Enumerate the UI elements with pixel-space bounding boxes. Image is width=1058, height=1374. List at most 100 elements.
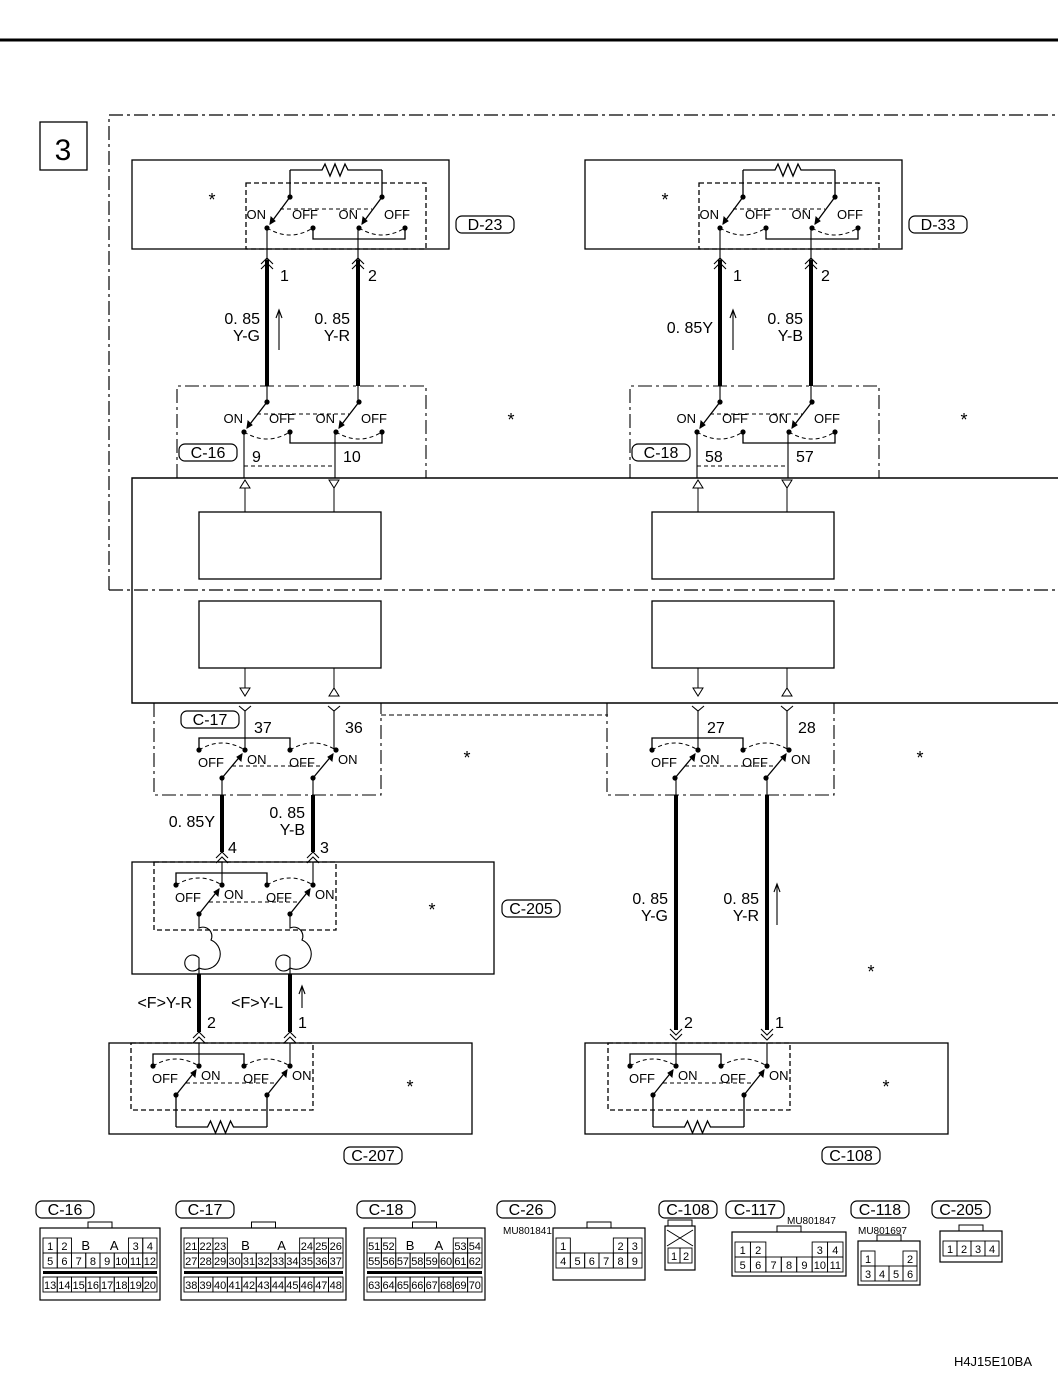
switch-link-arc	[811, 227, 859, 236]
pin-label: 1	[740, 1245, 746, 1257]
wire-label: 0. 85	[224, 311, 260, 328]
pin-label: 1	[865, 1254, 871, 1266]
current-arrow-icon	[298, 984, 306, 995]
off-bus	[152, 1053, 245, 1066]
pin-number: 28	[798, 720, 816, 737]
pin-label: 17	[101, 1280, 113, 1292]
male-terminal-icon	[351, 257, 365, 270]
connector-tag	[35, 1200, 95, 1219]
pin-label: 58	[411, 1256, 423, 1268]
switch-link-arc	[266, 227, 314, 236]
pin-cell	[142, 1276, 158, 1293]
pin-number: 27	[707, 720, 725, 737]
connector-tag	[343, 1146, 403, 1165]
ecu-block	[651, 511, 835, 580]
contact-dot	[242, 747, 248, 753]
pin-label: B	[241, 1238, 250, 1253]
wire-label: 0. 85Y	[667, 320, 714, 337]
pin-label: 1	[671, 1251, 677, 1263]
down-triangle-icon	[328, 479, 340, 489]
female-terminal-icon	[327, 705, 341, 712]
pin-label: 16	[87, 1280, 99, 1292]
connector-latch-icon	[958, 1224, 984, 1232]
switch-label-on: ON	[769, 1068, 789, 1083]
pin-label: 21	[185, 1241, 197, 1253]
blank-cavity-icon	[666, 1229, 694, 1247]
current-arrow-icon	[275, 308, 283, 319]
pin-label: 43	[257, 1280, 269, 1292]
pin-label: 44	[272, 1280, 284, 1292]
switch-label-on: ON	[224, 887, 244, 902]
pin-label: 61	[454, 1256, 466, 1268]
pin-label: 29	[214, 1256, 226, 1268]
connector-tag	[180, 710, 240, 729]
pin-label: 6	[61, 1256, 67, 1268]
connector-name: C-17	[193, 712, 228, 729]
pin-label: 64	[382, 1280, 394, 1292]
connector-tag	[175, 1200, 235, 1219]
lever-arrow	[780, 753, 787, 763]
pin-label: 5	[893, 1269, 899, 1281]
pin-label: 56	[382, 1256, 394, 1268]
wire-label: Y-R	[324, 328, 350, 345]
switch-label-off: OFF	[198, 755, 224, 770]
pin-label: 5	[47, 1256, 53, 1268]
wire-label: 0. 85	[632, 891, 668, 908]
lever-arrow	[327, 753, 334, 763]
switch-internal	[607, 1042, 791, 1111]
up-triangle-icon	[692, 479, 704, 489]
wire-label: <F>Y-L	[231, 995, 283, 1012]
pin-label: 27	[185, 1256, 197, 1268]
part-number: MU801841	[503, 1226, 552, 1237]
switch-label-on: ON	[338, 752, 358, 767]
note-star: *	[428, 900, 435, 920]
pin-label: 57	[397, 1256, 409, 1268]
wire-label: 0. 85Y	[169, 814, 216, 831]
pin-label: 6	[755, 1260, 761, 1272]
contact-dot	[310, 882, 316, 888]
pin-label: 39	[200, 1280, 212, 1292]
up-triangle-icon	[328, 687, 340, 697]
pin-label: 5	[574, 1256, 580, 1268]
down-triangle-icon	[781, 479, 793, 489]
section-number: 3	[55, 134, 72, 167]
switch-label-off: OFF	[361, 411, 387, 426]
lever-arrow	[246, 419, 253, 429]
pin-label: 60	[440, 1256, 452, 1268]
pin-cell	[902, 1265, 918, 1282]
connector-outline	[176, 385, 427, 478]
lever-arrow	[304, 888, 311, 898]
resistor-icon	[176, 1119, 267, 1135]
connector-name: C-205	[939, 1202, 983, 1219]
male-terminal-icon	[760, 1028, 774, 1041]
pin-label: 15	[73, 1280, 85, 1292]
pin-label: 11	[830, 1260, 841, 1272]
switch-link-arc	[289, 742, 337, 751]
pin-cell	[142, 1252, 158, 1269]
pin-label: 67	[426, 1280, 438, 1292]
down-triangle-icon	[239, 687, 251, 697]
pin-label: 23	[214, 1241, 226, 1253]
lever-arrow	[722, 215, 729, 225]
switch-link-arc	[651, 742, 699, 751]
switch-link-arc	[198, 742, 246, 751]
wire-label: 0. 85	[767, 311, 803, 328]
up-triangle-icon	[239, 479, 251, 489]
part-number: MU801847	[787, 1216, 836, 1227]
switch-link-arc	[266, 877, 314, 886]
pin-cell	[328, 1276, 344, 1293]
off-bus	[198, 737, 291, 750]
pin-cell	[679, 1247, 693, 1264]
pin-number: 10	[343, 449, 361, 466]
pin-number: 2	[368, 268, 377, 285]
pin-label: 30	[228, 1256, 240, 1268]
note-star: *	[867, 962, 874, 982]
pin-label: 18	[115, 1280, 127, 1292]
contact-dot	[287, 1063, 293, 1069]
switch-link-arc	[788, 431, 836, 440]
pin-label: 32	[257, 1256, 269, 1268]
switch-label-on: ON	[292, 1068, 312, 1083]
switch-label-off: OFF	[384, 207, 410, 222]
